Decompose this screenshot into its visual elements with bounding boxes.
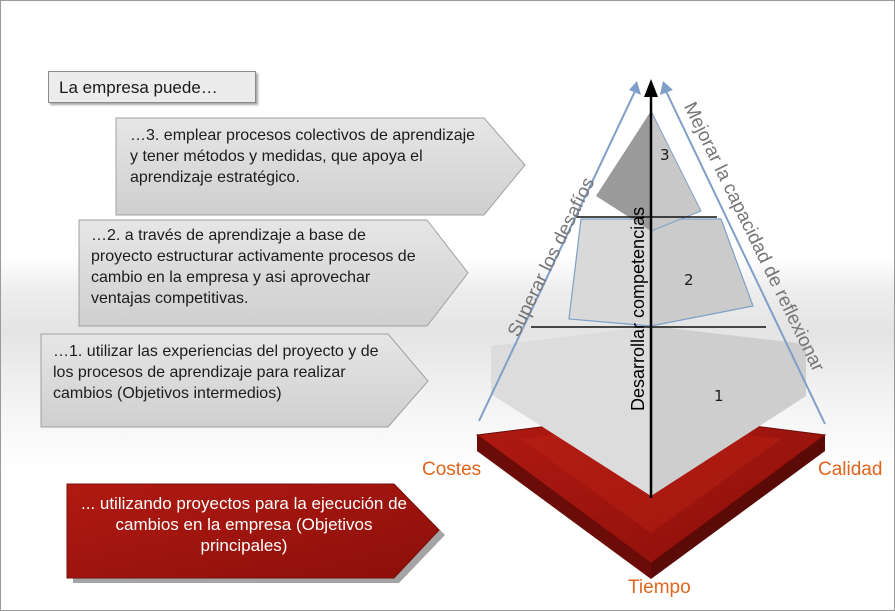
intro-box: La empresa puede…: [48, 71, 256, 103]
step-3-box: [115, 117, 526, 216]
level-1-left-face: [491, 326, 651, 496]
label-costes: Costes: [422, 459, 482, 480]
right-blue-arrow: [663, 86, 826, 425]
step-2-text: …2. a través de aprendizaje a base de pr…: [91, 227, 416, 307]
level-3-left-face: [596, 111, 651, 231]
level-1-right-face: [651, 326, 806, 496]
label-tiempo: Tiempo: [628, 577, 691, 598]
center-arrowhead: [644, 79, 658, 97]
base-side-right: [651, 435, 825, 579]
level-2-number: 2: [684, 271, 694, 289]
left-blue-arrow: [478, 86, 638, 422]
base-side-left: [477, 435, 651, 579]
goal-text: ... utilizando proyectos para la ejecuci…: [80, 494, 408, 555]
step-2-box: [78, 219, 469, 327]
level-2-right-face: [650, 218, 754, 327]
left-arrowhead: [629, 81, 641, 95]
step-1-text: …1. utilizar las experiencias del proyec…: [53, 343, 379, 402]
step-1-box: [40, 333, 429, 428]
step-3-text: …3. emplear procesos colectivos de apren…: [130, 127, 476, 186]
level-1-number: 1: [714, 387, 724, 405]
label-calidad: Calidad: [818, 459, 883, 480]
center-label: Desarrollar competencias: [628, 206, 648, 411]
goal-arrow: [66, 483, 440, 579]
level-3-number: 3: [660, 146, 670, 164]
right-arrowhead: [660, 81, 673, 95]
